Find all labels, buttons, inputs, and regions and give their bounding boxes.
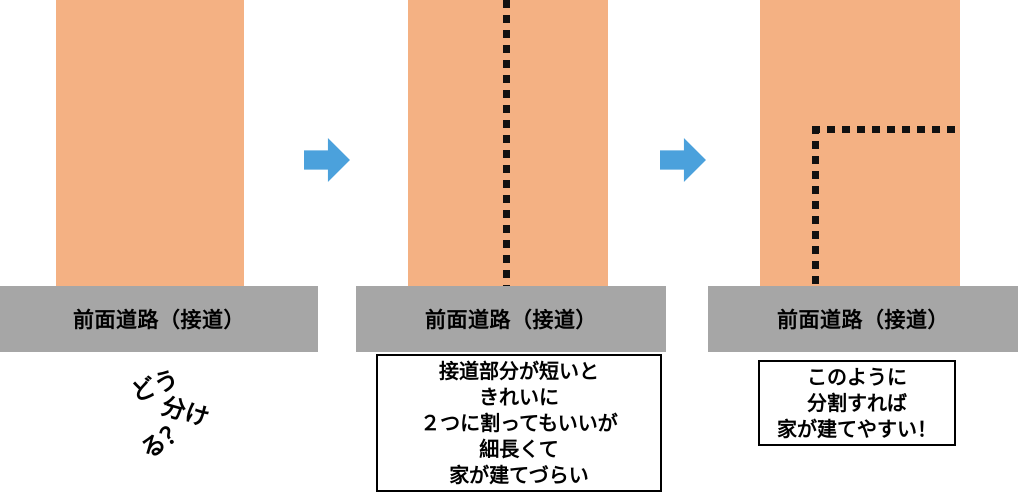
division-dotted-line-horizontal — [812, 126, 959, 133]
front-road-label-2: 前面道路（接道） — [425, 309, 597, 332]
caption-line: このように — [807, 367, 907, 389]
caption-line: 細長くて — [479, 439, 559, 461]
front-road-label-1: 前面道路（接道） — [73, 309, 245, 332]
caption-line: 分割すれば — [807, 393, 907, 415]
front-road-bar-1: 前面道路（接道） — [0, 286, 318, 352]
caption-box-vertical-split: 接道部分が短いと きれいに ２つに割ってもいいが 細長くて 家が建てづらい — [376, 354, 662, 492]
caption-line: ２つに割ってもいいが — [420, 413, 618, 435]
caption-line: 接道部分が短いと — [439, 361, 599, 383]
caption-line: 家が建てやすい！ — [777, 419, 937, 441]
land-parcel-3 — [760, 0, 960, 286]
division-dotted-line-vertical-flag — [812, 126, 819, 286]
land-parcel-1 — [56, 0, 244, 286]
caption-line: 家が建てづらい — [449, 465, 589, 487]
front-road-label-3: 前面道路（接道） — [777, 309, 949, 332]
caption-box-flag-split: このように 分割すれば 家が建てやすい！ — [758, 360, 956, 446]
right-arrow-icon — [660, 138, 706, 182]
caption-line: きれいに — [479, 387, 559, 409]
right-arrow-icon — [304, 138, 350, 182]
division-dotted-line-vertical — [503, 0, 510, 286]
front-road-bar-2: 前面道路（接道） — [356, 286, 666, 352]
front-road-bar-3: 前面道路（接道） — [708, 286, 1018, 352]
